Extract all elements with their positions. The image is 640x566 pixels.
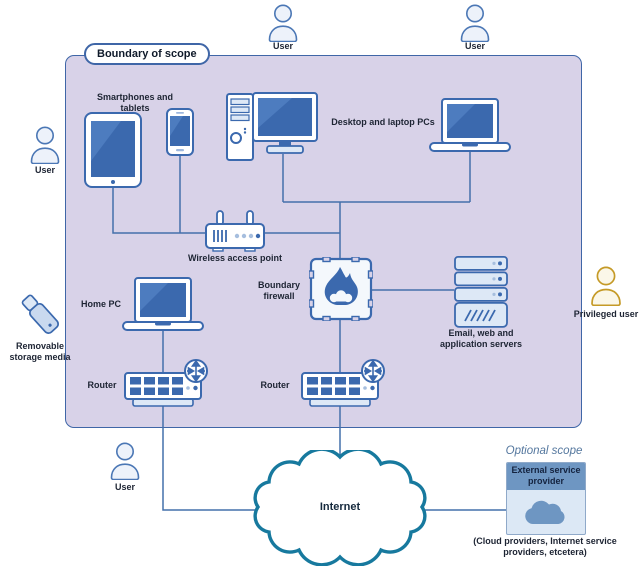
tablet-icon: [84, 112, 142, 188]
user-icon: [110, 442, 140, 480]
desktop-laptop-label: Desktop and laptop PCs: [331, 117, 435, 127]
user-label: User: [114, 482, 135, 492]
external-service-provider-note: (Cloud providers, Internet service provi…: [473, 536, 617, 557]
external-service-provider-box: External service provider: [506, 462, 586, 535]
servers-icon: [454, 256, 508, 328]
privileged-user-icon: [591, 266, 621, 306]
boundary-of-scope-label: Boundary of scope: [84, 43, 210, 65]
firewall-icon: [309, 257, 373, 321]
laptop-icon: [429, 98, 511, 152]
user-icon: [30, 126, 60, 164]
laptop-icon: [122, 277, 204, 331]
optional-scope-label: Optional scope: [505, 445, 583, 457]
user-label: User: [464, 41, 485, 51]
desktop-tower-icon: [226, 93, 254, 161]
external-service-provider-label: External service provider: [507, 463, 585, 490]
wireless-access-point-icon: [205, 210, 265, 252]
desktop-monitor-icon: [252, 92, 318, 154]
internet-label: Internet: [319, 501, 361, 513]
router-label: Router: [87, 380, 117, 390]
smartphone-icon: [166, 108, 194, 156]
removable-media-label: Removable storage media: [9, 341, 71, 362]
user-icon: [460, 4, 490, 42]
router-icon: [124, 359, 208, 407]
router-icon: [301, 359, 385, 407]
servers-label: Email, web and application servers: [439, 328, 523, 349]
router-label: Router: [260, 380, 290, 390]
user-label: User: [34, 165, 55, 175]
privileged-user-label: Privileged user: [573, 309, 639, 319]
esp-cloud-icon: [525, 500, 565, 524]
internet-cloud: [253, 450, 427, 566]
user-label: User: [272, 41, 293, 51]
user-icon: [268, 4, 298, 42]
usb-stick-icon: [21, 294, 59, 334]
boundary-firewall-label: Boundary firewall: [257, 280, 300, 301]
wireless-access-point-label: Wireless access point: [188, 253, 282, 263]
external-service-provider-body: [507, 490, 585, 534]
home-pc-label: Home PC: [80, 299, 121, 309]
smartphones-tablets-label: Smartphones and tablets: [96, 92, 173, 113]
